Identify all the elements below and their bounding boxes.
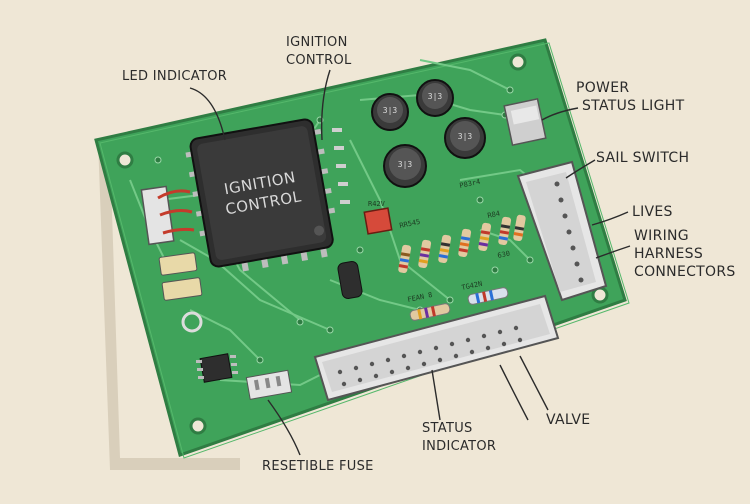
- label-wiring-1: WIRING: [634, 228, 689, 244]
- label-lives: LIVES: [632, 204, 673, 220]
- ignition-control-chip: IGNITION CONTROL: [185, 118, 336, 272]
- silk-r84: R84: [487, 209, 501, 219]
- label-ignition-control-1: IGNITION: [286, 35, 348, 50]
- capacitors: 3|3 3|3 3|3 3|3: [371, 79, 486, 188]
- label-valve: VALVE: [546, 412, 590, 428]
- leader-status-indicator: [431, 369, 441, 421]
- capacitor-4: 3|3: [383, 144, 427, 188]
- mounting-holes: [116, 53, 609, 435]
- label-status-indicator-1: STATUS: [422, 421, 473, 436]
- label-led-indicator: LED INDICATOR: [122, 69, 227, 84]
- leader-resetible-fuse: [267, 399, 301, 456]
- svg-text:R42V: R42V: [368, 200, 386, 208]
- resistor-row: [398, 214, 526, 274]
- label-wiring-3: CONNECTORS: [634, 264, 736, 280]
- resistor-lower-1: [409, 303, 451, 321]
- leader-lines: [189, 69, 631, 456]
- leader-wiring: [595, 245, 631, 259]
- leader-led-indicator: [189, 87, 226, 141]
- leader-valve-2: [499, 364, 529, 421]
- label-power-status-2: STATUS LIGHT: [582, 98, 685, 114]
- capacitor-3: 3|3: [444, 117, 486, 159]
- silk-630: 630: [497, 249, 511, 259]
- leader-power-status: [541, 107, 579, 121]
- svg-text:3|3: 3|3: [428, 92, 443, 101]
- status-indicator-connector: [313, 294, 560, 402]
- capacitor-1: 3|3: [371, 93, 409, 131]
- leader-sail-switch: [565, 159, 596, 179]
- svg-text:3|3: 3|3: [458, 132, 473, 141]
- terminal-block-1: [158, 252, 198, 276]
- harness-connector: [516, 160, 608, 302]
- board-shadow: [98, 140, 240, 470]
- label-status-indicator-2: INDICATOR: [422, 439, 496, 454]
- capacitor-2: 3|3: [416, 79, 454, 117]
- svg-text:3|3: 3|3: [383, 106, 398, 115]
- label-power-status-1: POWER: [576, 80, 629, 96]
- small-header: [245, 369, 293, 400]
- leader-ignition-control: [321, 69, 331, 141]
- label-wiring-2: HARNESS: [634, 246, 703, 262]
- leader-lives: [591, 211, 629, 226]
- fuse-component: [337, 260, 363, 300]
- label-ignition-control-2: CONTROL: [286, 53, 352, 68]
- pcb-board-inner-edge: [99, 42, 630, 459]
- power-status-light: [503, 98, 547, 146]
- resistor-lower-2: [467, 287, 509, 305]
- small-ic: [196, 353, 238, 383]
- terminal-block-2: [161, 277, 203, 301]
- red-component: R42V: [363, 200, 393, 235]
- svg-text:3|3: 3|3: [398, 160, 413, 169]
- ring-pad: [181, 311, 203, 333]
- chip-top-pins: [332, 128, 350, 204]
- label-resetible-fuse: RESETIBLE FUSE: [262, 459, 374, 474]
- leader-valve: [519, 355, 549, 411]
- label-sail-switch: SAIL SWITCH: [596, 150, 689, 166]
- left-wire-connector: [140, 185, 195, 246]
